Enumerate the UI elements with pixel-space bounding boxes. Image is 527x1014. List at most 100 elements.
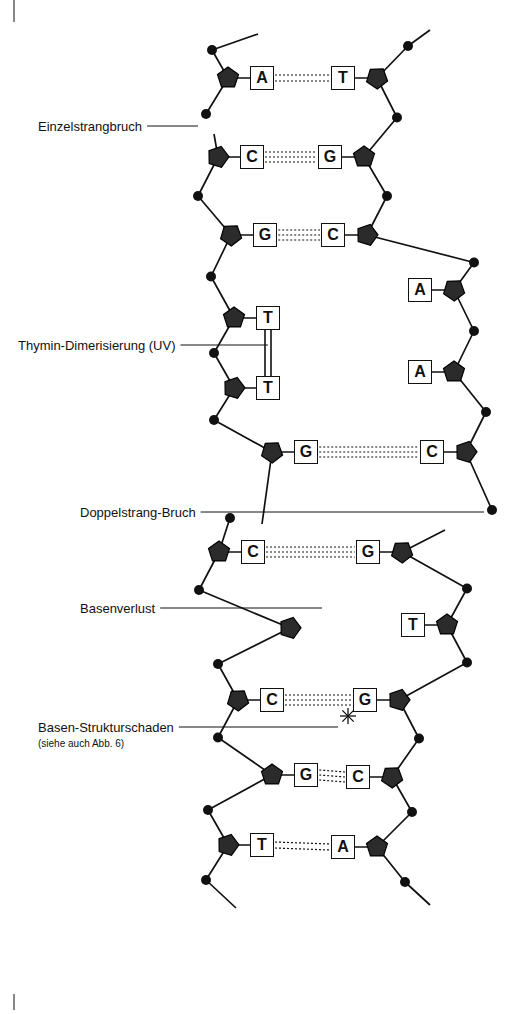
leader-line xyxy=(180,345,268,346)
base-box: A xyxy=(408,360,432,384)
leader-line xyxy=(147,126,198,127)
bond-line xyxy=(265,152,317,162)
base-box: T xyxy=(256,376,280,400)
phosphate-dot xyxy=(382,191,392,201)
sugar-pentagon xyxy=(209,541,230,561)
phosphate-dot xyxy=(469,258,479,268)
base-letter: C xyxy=(327,226,339,243)
sugar-pentagon xyxy=(225,378,245,399)
sugar-pentagon xyxy=(262,443,283,463)
base-letter: C xyxy=(352,768,364,785)
sugar-phosphate-backbone xyxy=(364,30,492,510)
base-box: T xyxy=(256,306,280,330)
base-box: C xyxy=(346,765,370,789)
phosphate-dot xyxy=(481,407,491,417)
bond-line xyxy=(278,230,320,240)
phosphate-dot xyxy=(203,805,213,815)
base-letter: G xyxy=(300,443,312,460)
sugar-pentagon xyxy=(367,836,388,856)
base-box: C xyxy=(260,688,284,712)
base-letter: A xyxy=(256,69,268,86)
base-letter: C xyxy=(246,148,258,165)
base-box: G xyxy=(294,440,318,464)
base-box: G xyxy=(253,223,277,247)
margin-mark xyxy=(14,994,15,1010)
leader-line xyxy=(179,727,338,728)
phosphate-dot xyxy=(213,733,223,743)
sugar-pentagon xyxy=(224,307,245,327)
base-letter: G xyxy=(359,691,371,708)
sugar-pentagon xyxy=(209,147,229,168)
base-letter: T xyxy=(338,69,348,86)
base-box: T xyxy=(331,66,355,90)
phosphate-dot xyxy=(400,877,410,887)
base-box: C xyxy=(420,440,444,464)
sugar-pentagon xyxy=(281,618,301,639)
base-box: G xyxy=(353,688,377,712)
phosphate-dot xyxy=(469,326,479,336)
phosphate-dot xyxy=(193,191,203,201)
leader-line xyxy=(160,608,322,609)
base-letter: A xyxy=(337,838,349,855)
base-letter: T xyxy=(408,616,418,633)
bond-line xyxy=(319,447,419,457)
phosphate-dot xyxy=(403,41,413,51)
bond-line xyxy=(285,695,352,705)
base-letter: G xyxy=(300,766,312,783)
bond-line xyxy=(275,842,330,850)
damage-label: Doppelstrang-Bruch xyxy=(80,505,196,520)
base-letter: T xyxy=(263,309,273,326)
phosphate-dot xyxy=(201,875,211,885)
sugar-pentagon xyxy=(358,225,378,246)
phosphate-dot xyxy=(462,658,472,668)
damage-asterisk xyxy=(342,710,353,721)
damage-label: Thymin-Dimerisierung (UV) xyxy=(18,338,175,353)
sugar-pentagon xyxy=(444,281,465,301)
sugar-pentagon xyxy=(382,768,403,788)
base-letter: G xyxy=(259,226,271,243)
base-letter: G xyxy=(362,543,374,560)
sugar-pentagon xyxy=(221,226,242,246)
base-box: C xyxy=(240,145,264,169)
base-letter: C xyxy=(426,443,438,460)
base-letter: C xyxy=(247,543,259,560)
phosphate-dot xyxy=(392,113,402,123)
sugar-phosphate-backbone xyxy=(199,518,290,908)
sugar-pentagon xyxy=(392,543,413,563)
sugar-pentagon xyxy=(437,614,458,634)
phosphate-dot xyxy=(487,505,497,515)
damage-label: Basen-Strukturschaden xyxy=(38,720,174,735)
phosphate-dot xyxy=(462,584,472,594)
base-box: G xyxy=(294,763,318,787)
sugar-pentagon xyxy=(219,835,239,856)
base-letter: C xyxy=(266,691,278,708)
sugar-pentagon xyxy=(354,146,375,166)
base-letter: A xyxy=(414,363,426,380)
base-box: C xyxy=(241,540,265,564)
sugar-pentagon xyxy=(390,690,410,711)
sugar-pentagon xyxy=(367,69,388,89)
phosphate-dot xyxy=(207,45,217,55)
phosphate-dot xyxy=(209,348,219,358)
base-box: A xyxy=(331,835,355,859)
sugar-pentagon xyxy=(228,691,249,711)
phosphate-dot xyxy=(206,272,216,282)
base-letter: T xyxy=(257,836,267,853)
base-box: T xyxy=(401,613,425,637)
base-box: C xyxy=(321,223,345,247)
phosphate-dot xyxy=(194,585,204,595)
damage-label: Basenverlust xyxy=(80,601,155,616)
bond-line xyxy=(319,770,345,782)
phosphate-dot xyxy=(201,109,211,119)
phosphate-dot xyxy=(225,513,235,523)
bond-line xyxy=(275,75,330,81)
bond-line xyxy=(265,330,271,376)
sugar-pentagon xyxy=(457,442,477,463)
damage-label: (siehe auch Abb. 6) xyxy=(38,738,124,750)
base-box: G xyxy=(356,540,380,564)
sugar-pentagon xyxy=(444,361,465,381)
sugar-phosphate-backbone xyxy=(377,530,467,905)
margin-mark xyxy=(14,0,15,22)
base-letter: A xyxy=(414,281,426,298)
base-box: A xyxy=(408,278,432,302)
